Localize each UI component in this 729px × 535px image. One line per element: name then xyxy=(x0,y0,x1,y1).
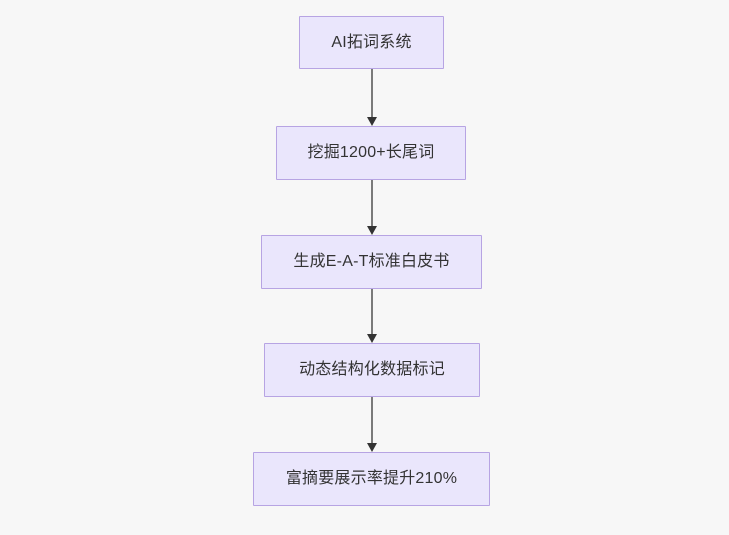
connector-line xyxy=(371,397,373,444)
flow-node-label: AI拓词系统 xyxy=(331,33,412,51)
connector-line xyxy=(371,69,373,118)
flow-node-longtail-keywords[interactable]: 挖掘1200+长尾词 xyxy=(276,126,466,180)
arrowhead-icon xyxy=(367,226,377,235)
arrowhead-icon xyxy=(367,117,377,126)
connector-node4-node5 xyxy=(367,397,377,452)
flow-node-label: 挖掘1200+长尾词 xyxy=(307,144,435,162)
connector-line xyxy=(371,180,373,227)
connector-line xyxy=(371,289,373,335)
connector-node2-node3 xyxy=(367,180,377,235)
flow-node-structured-data-markup[interactable]: 动态结构化数据标记 xyxy=(264,343,480,397)
arrowhead-icon xyxy=(367,334,377,343)
flow-node-label: 生成E-A-T标准白皮书 xyxy=(293,253,450,271)
flow-node-label: 富摘要展示率提升210% xyxy=(285,470,458,488)
connector-node3-node4 xyxy=(367,289,377,343)
flow-node-rich-snippet-result[interactable]: 富摘要展示率提升210% xyxy=(253,452,490,506)
arrowhead-icon xyxy=(367,443,377,452)
flow-node-label: 动态结构化数据标记 xyxy=(299,361,445,379)
flow-node-eat-whitepaper[interactable]: 生成E-A-T标准白皮书 xyxy=(261,235,482,289)
connector-node1-node2 xyxy=(367,69,377,126)
flow-node-ai-keyword-system[interactable]: AI拓词系统 xyxy=(299,16,444,69)
